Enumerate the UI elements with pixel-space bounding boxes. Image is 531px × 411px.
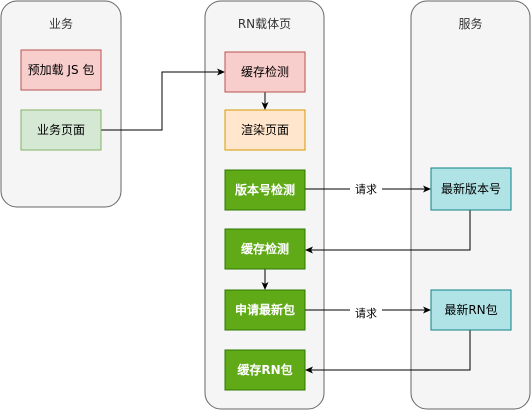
- node-label: 业务页面: [37, 122, 85, 137]
- edge-biz-page-to-cache-check-1: [101, 68, 225, 131]
- node-label: 缓存RN包: [237, 362, 292, 377]
- edge-label-bg: [350, 180, 382, 197]
- node-box: [224, 109, 306, 151]
- node-latest-version: 最新版本号: [430, 167, 512, 211]
- node-cache-check-2: 缓存检测: [224, 228, 306, 270]
- node-cache-rn: 缓存RN包: [224, 349, 306, 391]
- edge-line: [101, 68, 225, 131]
- edge-label: 请求: [355, 307, 377, 320]
- node-box: [224, 228, 306, 270]
- node-box: [20, 49, 102, 91]
- node-request-pkg: 申请最新包: [224, 289, 306, 331]
- node-box: [224, 349, 306, 391]
- node-box: [20, 109, 102, 151]
- lane-title: 业务: [49, 16, 73, 31]
- node-label: 缓存检测: [241, 64, 289, 79]
- node-biz-page: 业务页面: [20, 109, 102, 151]
- lane-business: 业务: [0, 0, 122, 208]
- node-box: [224, 289, 306, 331]
- node-cache-check-1: 缓存检测: [224, 51, 306, 93]
- edge-label-bg: [350, 304, 382, 321]
- edge-latest-rn-to-cache-rn: [305, 330, 471, 374]
- node-version-check: 版本号检测: [224, 169, 306, 211]
- edge-line: [305, 210, 471, 254]
- node-label: 版本号检测: [235, 182, 295, 197]
- node-box: [430, 167, 512, 211]
- node-label: 预加载 JS 包: [28, 63, 95, 77]
- node-box: [224, 169, 306, 211]
- edge-label: 请求: [355, 183, 377, 196]
- node-render: 渲染页面: [224, 109, 306, 151]
- edge-version-check-to-latest-version: 请求: [305, 180, 431, 197]
- lane-title: RN载体页: [238, 17, 291, 31]
- lane-title: 服务: [458, 16, 482, 31]
- node-label: 最新版本号: [441, 181, 501, 196]
- node-latest-rn: 最新RN包: [430, 289, 512, 331]
- node-label: 最新RN包: [444, 302, 497, 317]
- node-box: [430, 289, 512, 331]
- node-label: 申请最新包: [235, 302, 295, 317]
- edge-latest-version-to-cache-check-2: [305, 210, 471, 254]
- edge-line: [305, 330, 471, 374]
- edge-request-pkg-to-latest-rn: 请求: [305, 304, 431, 321]
- node-preload: 预加载 JS 包: [20, 49, 102, 91]
- node-label: 渲染页面: [241, 122, 289, 137]
- node-label: 缓存检测: [241, 241, 289, 256]
- node-box: [224, 51, 306, 93]
- lane-container: [0, 0, 122, 208]
